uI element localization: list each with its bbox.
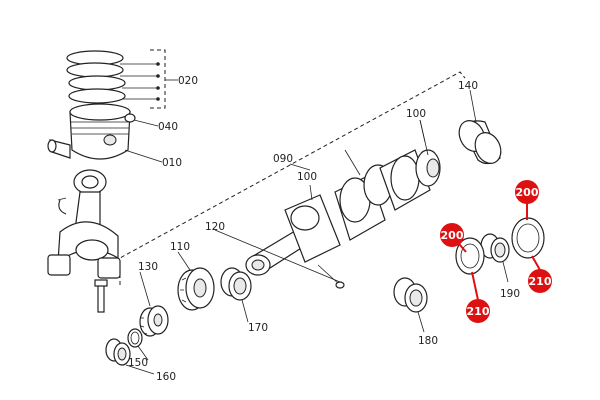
- label-130: 130: [138, 261, 158, 273]
- label-190: 190: [500, 288, 520, 300]
- callout-200-left: 200: [440, 223, 467, 253]
- leader-100a: [309, 184, 313, 201]
- label-020: 020: [178, 75, 198, 87]
- leader-120: [214, 229, 341, 283]
- label-140: 140: [458, 80, 478, 92]
- bearing-190: [480, 233, 510, 283]
- leader-100b2: [419, 119, 429, 156]
- callout-210-left: 210: [466, 271, 490, 323]
- label-160: 160: [156, 371, 176, 383]
- connecting-rod: [47, 169, 121, 313]
- label-040: 040: [158, 121, 178, 133]
- callout-210-left-text: 210: [467, 305, 490, 318]
- label-110: 110: [170, 241, 190, 253]
- oil-pump-gear: [139, 271, 169, 337]
- piston: [47, 103, 163, 163]
- piston-rings: [66, 49, 178, 109]
- callout-210-right-text: 210: [529, 275, 552, 288]
- bearing-bush: [458, 89, 502, 165]
- assembly-outline: [119, 71, 466, 285]
- callout-200-right: 200: [515, 180, 539, 220]
- piston-pin-clip: [124, 113, 159, 127]
- label-100b: 100: [406, 108, 426, 120]
- crank-gear: [177, 251, 215, 311]
- callout-210-right: 210: [528, 255, 552, 293]
- label-180: 180: [418, 335, 438, 347]
- collar: [220, 267, 252, 323]
- thrust-washer-right: [511, 217, 545, 259]
- main-bearing: [393, 277, 428, 333]
- label-150: 150: [128, 357, 148, 369]
- label-170: 170: [248, 322, 268, 334]
- callout-200-right-text: 200: [516, 186, 539, 199]
- callout-200-left-text: 200: [441, 229, 464, 242]
- label-010: 010: [162, 157, 182, 169]
- label-120: 120: [205, 221, 225, 233]
- thrust-collar: [105, 338, 155, 375]
- label-090: 090: [273, 153, 293, 165]
- o-ring: [127, 328, 149, 361]
- label-100a: 100: [297, 171, 317, 183]
- crankshaft: [245, 149, 441, 289]
